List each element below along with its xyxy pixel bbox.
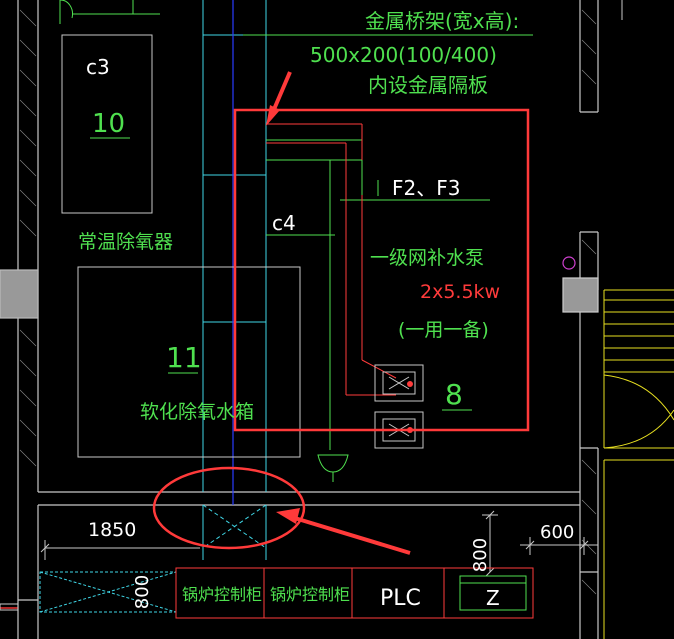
- arrow-annotation-icon: [276, 508, 411, 555]
- top-pipes: [59, 0, 533, 450]
- z-label: Z: [486, 586, 500, 610]
- red-pipes: [266, 123, 397, 396]
- pump-name-label: 一级网补水泵: [370, 247, 484, 269]
- cabinet-row: [39, 567, 534, 619]
- lower-left-wall: [0, 603, 19, 611]
- equipment-box-10: [61, 34, 153, 214]
- cabinet-2-label: 锅炉控制柜: [270, 585, 350, 604]
- highlight-ellipse-tray-penetration: [152, 466, 306, 550]
- soft-water-tank-label: 软化除氧水箱: [140, 401, 254, 423]
- tray-title-label: 金属桥架(宽x高):: [365, 9, 519, 33]
- equipment-box-11: [77, 266, 301, 458]
- dimension-lines: [40, 510, 598, 577]
- pump-mode-label: (一用一备): [398, 319, 489, 341]
- dimension-600: 600: [540, 522, 574, 543]
- left-wall-hatch: [19, 9, 37, 467]
- yellow-door-stairs: [603, 289, 674, 639]
- highlight-box-pump-area: [233, 108, 530, 432]
- cable-tray-shaft: [202, 0, 267, 560]
- deaerator-label: 常温除氧器: [78, 231, 173, 253]
- pump-power-label: 2x5.5kw: [420, 281, 500, 303]
- equipment-number-11: 11: [166, 341, 202, 374]
- dimension-800: 800: [470, 538, 491, 572]
- dimension-800-lower: 800: [132, 575, 153, 609]
- arrow-annotation-icon: [266, 71, 292, 126]
- dimension-1850: 1850: [88, 519, 136, 541]
- bottom-walls: [18, 491, 580, 639]
- plc-label: PLC: [380, 586, 421, 611]
- magenta-circle-marker: [562, 256, 576, 270]
- equipment-number-8: 8: [445, 378, 463, 411]
- cabinet-1-label: 锅炉控制柜: [182, 585, 262, 604]
- pump-outlet-dot: [407, 381, 413, 387]
- tag-c3: c3: [86, 55, 110, 79]
- tray-note-label: 内设金属隔板: [368, 73, 488, 97]
- tag-c4: c4: [272, 211, 296, 235]
- equipment-number-10: 10: [92, 109, 125, 139]
- right-wall: [562, 0, 599, 639]
- left-wall: [0, 0, 39, 639]
- tray-size-label: 500x200(100/400): [310, 43, 497, 67]
- pump-tags-label: F2、F3: [392, 176, 460, 200]
